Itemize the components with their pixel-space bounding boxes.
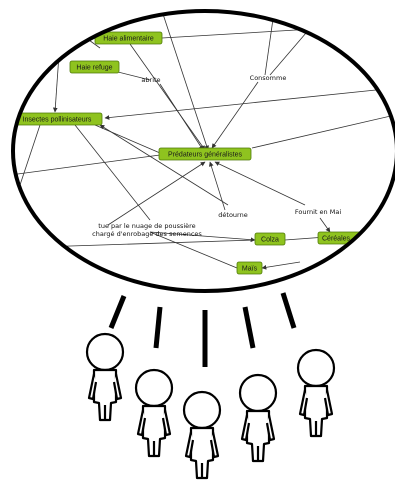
edge-tue-predateurs — [107, 161, 206, 226]
edge-label-tue-line1: tue par le nuage de poussière — [98, 222, 195, 230]
person-1 — [85, 332, 125, 422]
edge-fournit-predateurs — [214, 161, 306, 206]
node-colza: Colza — [254, 232, 286, 246]
bubble-tails — [108, 292, 297, 367]
node-insectes-pollinisateurs-label: Insectes pollinisateurs — [23, 117, 92, 124]
edge-right-mais — [261, 261, 301, 270]
node-haie-alimentaire-label: Haie alimentaire — [103, 36, 154, 43]
edges — [13, 11, 395, 270]
concept-map: Haie alimentaire Haie refuge Insectes po… — [13, 11, 395, 275]
edge-detourne-insectes — [99, 124, 229, 206]
node-cereales-label: Céréales — [322, 236, 351, 243]
tail-5 — [280, 292, 297, 329]
tail-1 — [108, 295, 127, 329]
edge-insectes-predateurs-2 — [94, 124, 161, 154]
edge-tue-colza — [149, 231, 256, 243]
edge-haie-alimentaire-predateurs — [129, 43, 206, 151]
edge-insectes-tue — [74, 124, 151, 221]
node-colza-label: Colza — [261, 237, 279, 244]
edge-mais-left — [149, 231, 238, 269]
edge-right-predateurs — [251, 114, 395, 149]
person-2 — [134, 368, 174, 458]
people — [85, 332, 336, 480]
person-5 — [296, 348, 336, 438]
edge-label-consomme: Consomme — [250, 74, 287, 82]
node-predateurs-generalistes-label: Prédateurs généralistes — [168, 152, 242, 159]
edge-predateurs-left — [13, 154, 161, 176]
edge-abrite-predateurs — [159, 83, 204, 151]
node-predateurs-generalistes: Prédateurs généralistes — [158, 147, 252, 161]
node-mais-label: Maïs — [242, 266, 258, 273]
tail-4 — [242, 306, 256, 349]
node-haie-alimentaire: Haie alimentaire — [94, 31, 163, 45]
person-3 — [182, 390, 222, 480]
edge-fournit-cereales — [319, 217, 331, 233]
tail-2 — [153, 306, 163, 349]
person-4 — [238, 373, 278, 463]
edge-right-insectes — [104, 87, 395, 120]
node-insectes-pollinisateurs: Insectes pollinisateurs — [13, 112, 103, 126]
edge-label-fournit: Fournit en Mai — [295, 208, 341, 216]
thought-bubble-outline — [11, 9, 395, 293]
edge-label-detourne: détourne — [218, 211, 247, 219]
edge-consomme-predateurs — [211, 81, 259, 149]
node-haie-refuge-label: Haie refuge — [76, 65, 112, 72]
edge-top-predateurs-1 — [159, 11, 209, 151]
node-mais: Maïs — [236, 261, 263, 275]
node-haie-refuge: Haie refuge — [69, 60, 120, 74]
edge-label-abrite: abrite — [141, 76, 160, 84]
edge-label-tue-line2: chargé d'enrobage des semences — [92, 230, 202, 238]
